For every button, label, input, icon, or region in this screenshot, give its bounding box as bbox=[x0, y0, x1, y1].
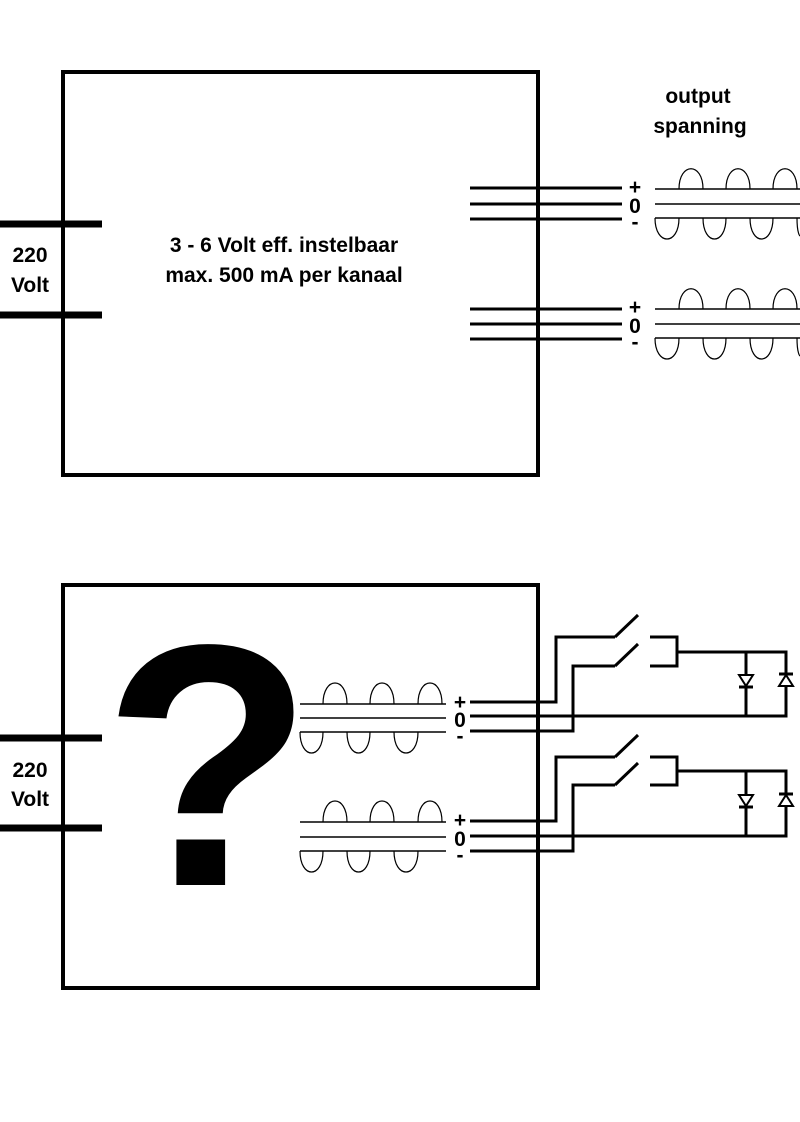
bottom-ch2-minus-label: - bbox=[457, 844, 464, 867]
bottom-ch1-plus-label: + bbox=[454, 691, 466, 714]
bottom-ch2-switch-blade-upper bbox=[613, 733, 640, 759]
bottom-ch1-minus-wire bbox=[470, 664, 615, 733]
bottom-ch1-switch-blade-upper bbox=[613, 613, 640, 639]
bottom-ch2-zero-wire bbox=[470, 769, 788, 838]
bottom-ch1-switch-contacts bbox=[650, 635, 679, 668]
bottom-ch2-waveform bbox=[299, 800, 446, 873]
bottom-ch1-diode-2 bbox=[777, 673, 795, 687]
top-output-channel-1: + 0 - bbox=[470, 168, 800, 240]
bottom-ch1-switch-blade-lower bbox=[613, 642, 640, 668]
bottom-ch1-minus-label: - bbox=[457, 725, 464, 748]
bottom-ch2-plus-label: + bbox=[454, 809, 466, 832]
top-mains-unit: Volt bbox=[11, 274, 49, 297]
top-ch2-waveform bbox=[654, 288, 800, 360]
bottom-ch1-plus-wire bbox=[470, 635, 615, 704]
bottom-ch1-zero-wire bbox=[470, 650, 788, 718]
top-output-channel-2: + 0 - bbox=[470, 288, 800, 360]
top-spec-line-2: max. 500 mA per kanaal bbox=[165, 264, 402, 287]
top-supply-box bbox=[61, 70, 540, 477]
top-ch1-zero-label: 0 bbox=[629, 195, 641, 218]
top-ch2-zero-label: 0 bbox=[629, 315, 641, 338]
unknown-circuit-question-mark: ? bbox=[103, 574, 314, 959]
bottom-output-channel-2: + 0 - bbox=[454, 733, 795, 867]
output-title-line-2: spanning bbox=[653, 115, 746, 138]
bottom-ch2-diode-2 bbox=[777, 793, 795, 807]
bottom-ch2-zero-label: 0 bbox=[454, 828, 466, 851]
bottom-output-channel-1: + 0 - bbox=[454, 613, 795, 748]
bottom-ch2-switch-contacts bbox=[650, 755, 679, 787]
bottom-ch1-zero-label: 0 bbox=[454, 709, 466, 732]
bottom-supply-box bbox=[61, 583, 540, 990]
bottom-ch2-diode-1 bbox=[737, 794, 755, 808]
bottom-ch2-switch-blade-lower bbox=[613, 761, 640, 787]
output-title-line-1: output bbox=[665, 85, 730, 108]
bottom-mains-unit: Volt bbox=[11, 788, 49, 811]
top-ch1-waveform bbox=[654, 168, 800, 240]
bottom-diagram: 220 Volt ? + 0 - bbox=[0, 574, 795, 990]
top-ch2-minus-label: - bbox=[632, 331, 639, 354]
bottom-ch1-waveform bbox=[299, 682, 446, 754]
bottom-ch1-diode-1 bbox=[737, 674, 755, 688]
top-ch1-minus-label: - bbox=[632, 211, 639, 234]
bottom-ch2-plus-wire bbox=[470, 755, 615, 823]
top-spec-line-1: 3 - 6 Volt eff. instelbaar bbox=[170, 234, 398, 257]
top-ch2-plus-label: + bbox=[629, 296, 641, 319]
bottom-ch2-minus-wire bbox=[470, 783, 615, 853]
bottom-mains-voltage: 220 bbox=[12, 759, 47, 782]
top-mains-voltage: 220 bbox=[12, 244, 47, 267]
top-diagram: 220 Volt 3 - 6 Volt eff. instelbaar max.… bbox=[0, 70, 800, 477]
top-ch1-plus-label: + bbox=[629, 176, 641, 199]
